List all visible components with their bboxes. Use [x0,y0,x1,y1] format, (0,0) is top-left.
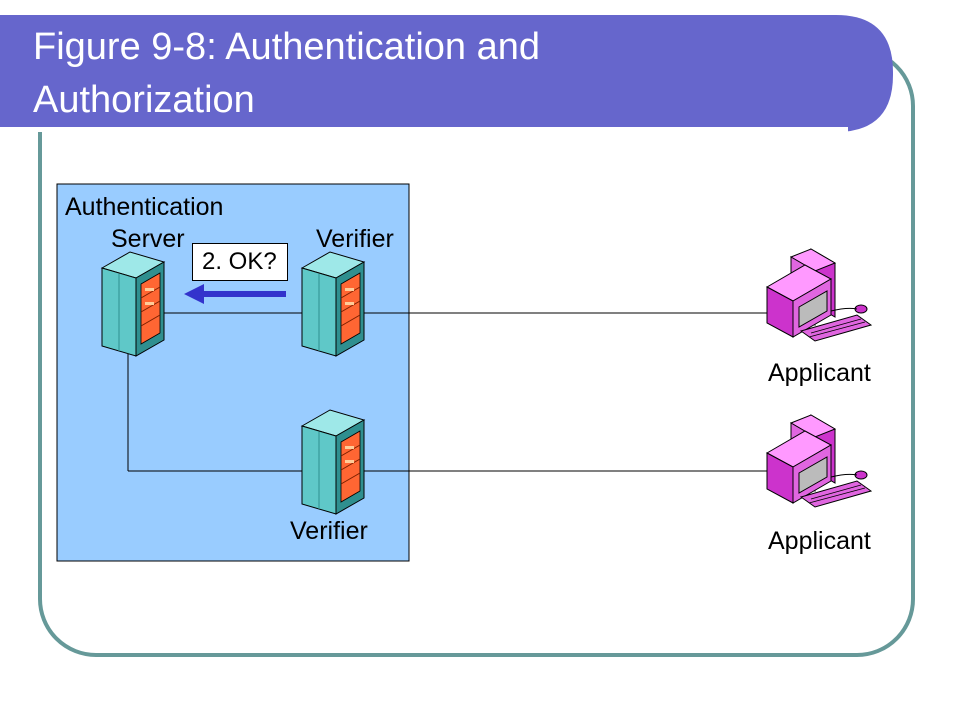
verifier-top-label: Verifier [316,225,394,253]
title-bar [0,15,893,132]
applicant-top-label: Applicant [768,359,871,387]
slide-title-line2: Authorization [33,79,255,121]
slide-title-line1: Figure 9-8: Authentication and [33,26,541,68]
region-label: Authentication [65,193,224,221]
server-label: Server [111,225,185,253]
authentication-server-icon [101,251,165,357]
applicant-top-icon [766,248,872,342]
verifier-top-icon [301,251,365,357]
message-box: 2. OK? [192,243,288,281]
verifier-bottom-icon [301,409,365,515]
message-arrow [184,284,286,304]
verifier-bottom-label: Verifier [290,517,368,545]
title-underline [0,127,848,132]
applicant-bottom-label: Applicant [768,527,871,555]
applicant-bottom-icon [766,414,872,508]
